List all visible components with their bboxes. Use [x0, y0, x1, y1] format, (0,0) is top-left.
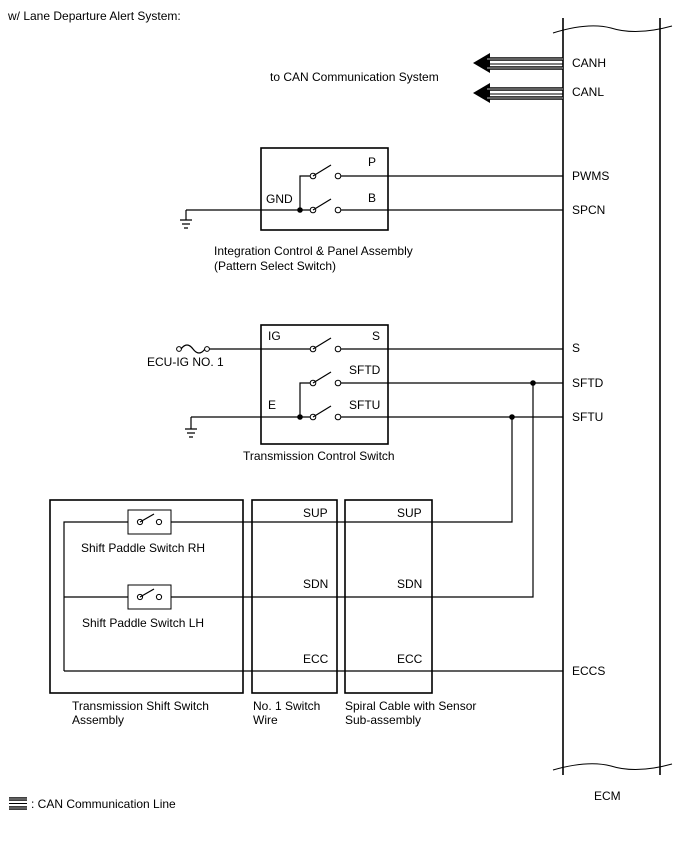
terminal-s: S — [372, 329, 380, 343]
transmission-control-wiring — [176, 337, 563, 438]
terminal-sftu: SFTU — [349, 398, 380, 412]
terminal-sftd: SFTD — [349, 363, 381, 377]
switch-wire-terminal-ecc: ECC — [303, 652, 329, 666]
pattern-switch-name-line1: Integration Control & Panel Assembly — [214, 244, 413, 258]
shift-paddle-wiring — [63, 383, 563, 672]
spiral-cable-terminal-sdn: SDN — [397, 577, 422, 591]
ecm-label: ECM — [594, 789, 621, 803]
ecm-pin-canl: CANL — [572, 85, 604, 99]
fuse-icon — [180, 344, 206, 354]
can-communication-lines — [473, 53, 563, 103]
pattern-switch-name-line2: (Pattern Select Switch) — [214, 259, 336, 273]
can-arrow-icon — [473, 83, 490, 103]
ecm-pin-canh: CANH — [572, 56, 606, 70]
switch-wire-terminal-sup: SUP — [303, 506, 328, 520]
transmission-control-switch-box — [260, 324, 389, 445]
can-system-label: to CAN Communication System — [270, 70, 439, 84]
ecm-pin-spcn: SPCN — [572, 203, 605, 217]
shift-paddle-rh-label: Shift Paddle Switch RH — [81, 541, 205, 555]
spiral-cable-name-line1: Spiral Cable with Sensor — [345, 699, 476, 713]
power-source-label: ECU-IG NO. 1 — [147, 355, 224, 369]
ecm-pin-pwms: PWMS — [572, 169, 609, 183]
spiral-cable-terminal-sup: SUP — [397, 506, 422, 520]
ecm-pin-sftd: SFTD — [572, 376, 604, 390]
legend-label: : CAN Communication Line — [31, 797, 176, 811]
ecm-block — [552, 18, 673, 775]
ecm-pin-eccs: ECCS — [572, 664, 605, 678]
shift-paddle-rh-icon — [127, 509, 172, 535]
spiral-cable-terminal-ecc: ECC — [397, 652, 423, 666]
ground-icon — [180, 210, 192, 229]
transmission-control-switch-name: Transmission Control Switch — [243, 449, 395, 463]
ecm-pin-s: S — [572, 341, 580, 355]
shift-switch-assembly-name-line1: Transmission Shift Switch — [72, 699, 209, 713]
switch-wire-name-line2: Wire — [253, 713, 278, 727]
terminal-p: P — [368, 155, 376, 169]
switch-wire-name-line1: No. 1 Switch — [253, 699, 320, 713]
shift-paddle-lh-label: Shift Paddle Switch LH — [82, 616, 204, 630]
shift-paddle-lh-icon — [127, 584, 172, 610]
ground-icon — [185, 417, 197, 438]
switch-wire-terminal-sdn: SDN — [303, 577, 328, 591]
terminal-e: E — [268, 398, 276, 412]
spiral-cable-name-line2: Sub-assembly — [345, 713, 421, 727]
can-arrow-icon — [473, 53, 490, 73]
pattern-select-switch-box — [260, 147, 389, 231]
diagram-header: w/ Lane Departure Alert System: — [7, 9, 181, 23]
can-line-legend-icon — [9, 797, 27, 810]
terminal-b: B — [368, 191, 376, 205]
pattern-switch-wiring — [180, 164, 563, 229]
terminal-ig: IG — [268, 329, 281, 343]
shift-switch-assembly-name-line2: Assembly — [72, 713, 124, 727]
terminal-gnd: GND — [266, 192, 293, 206]
ecm-pin-sftu: SFTU — [572, 410, 603, 424]
